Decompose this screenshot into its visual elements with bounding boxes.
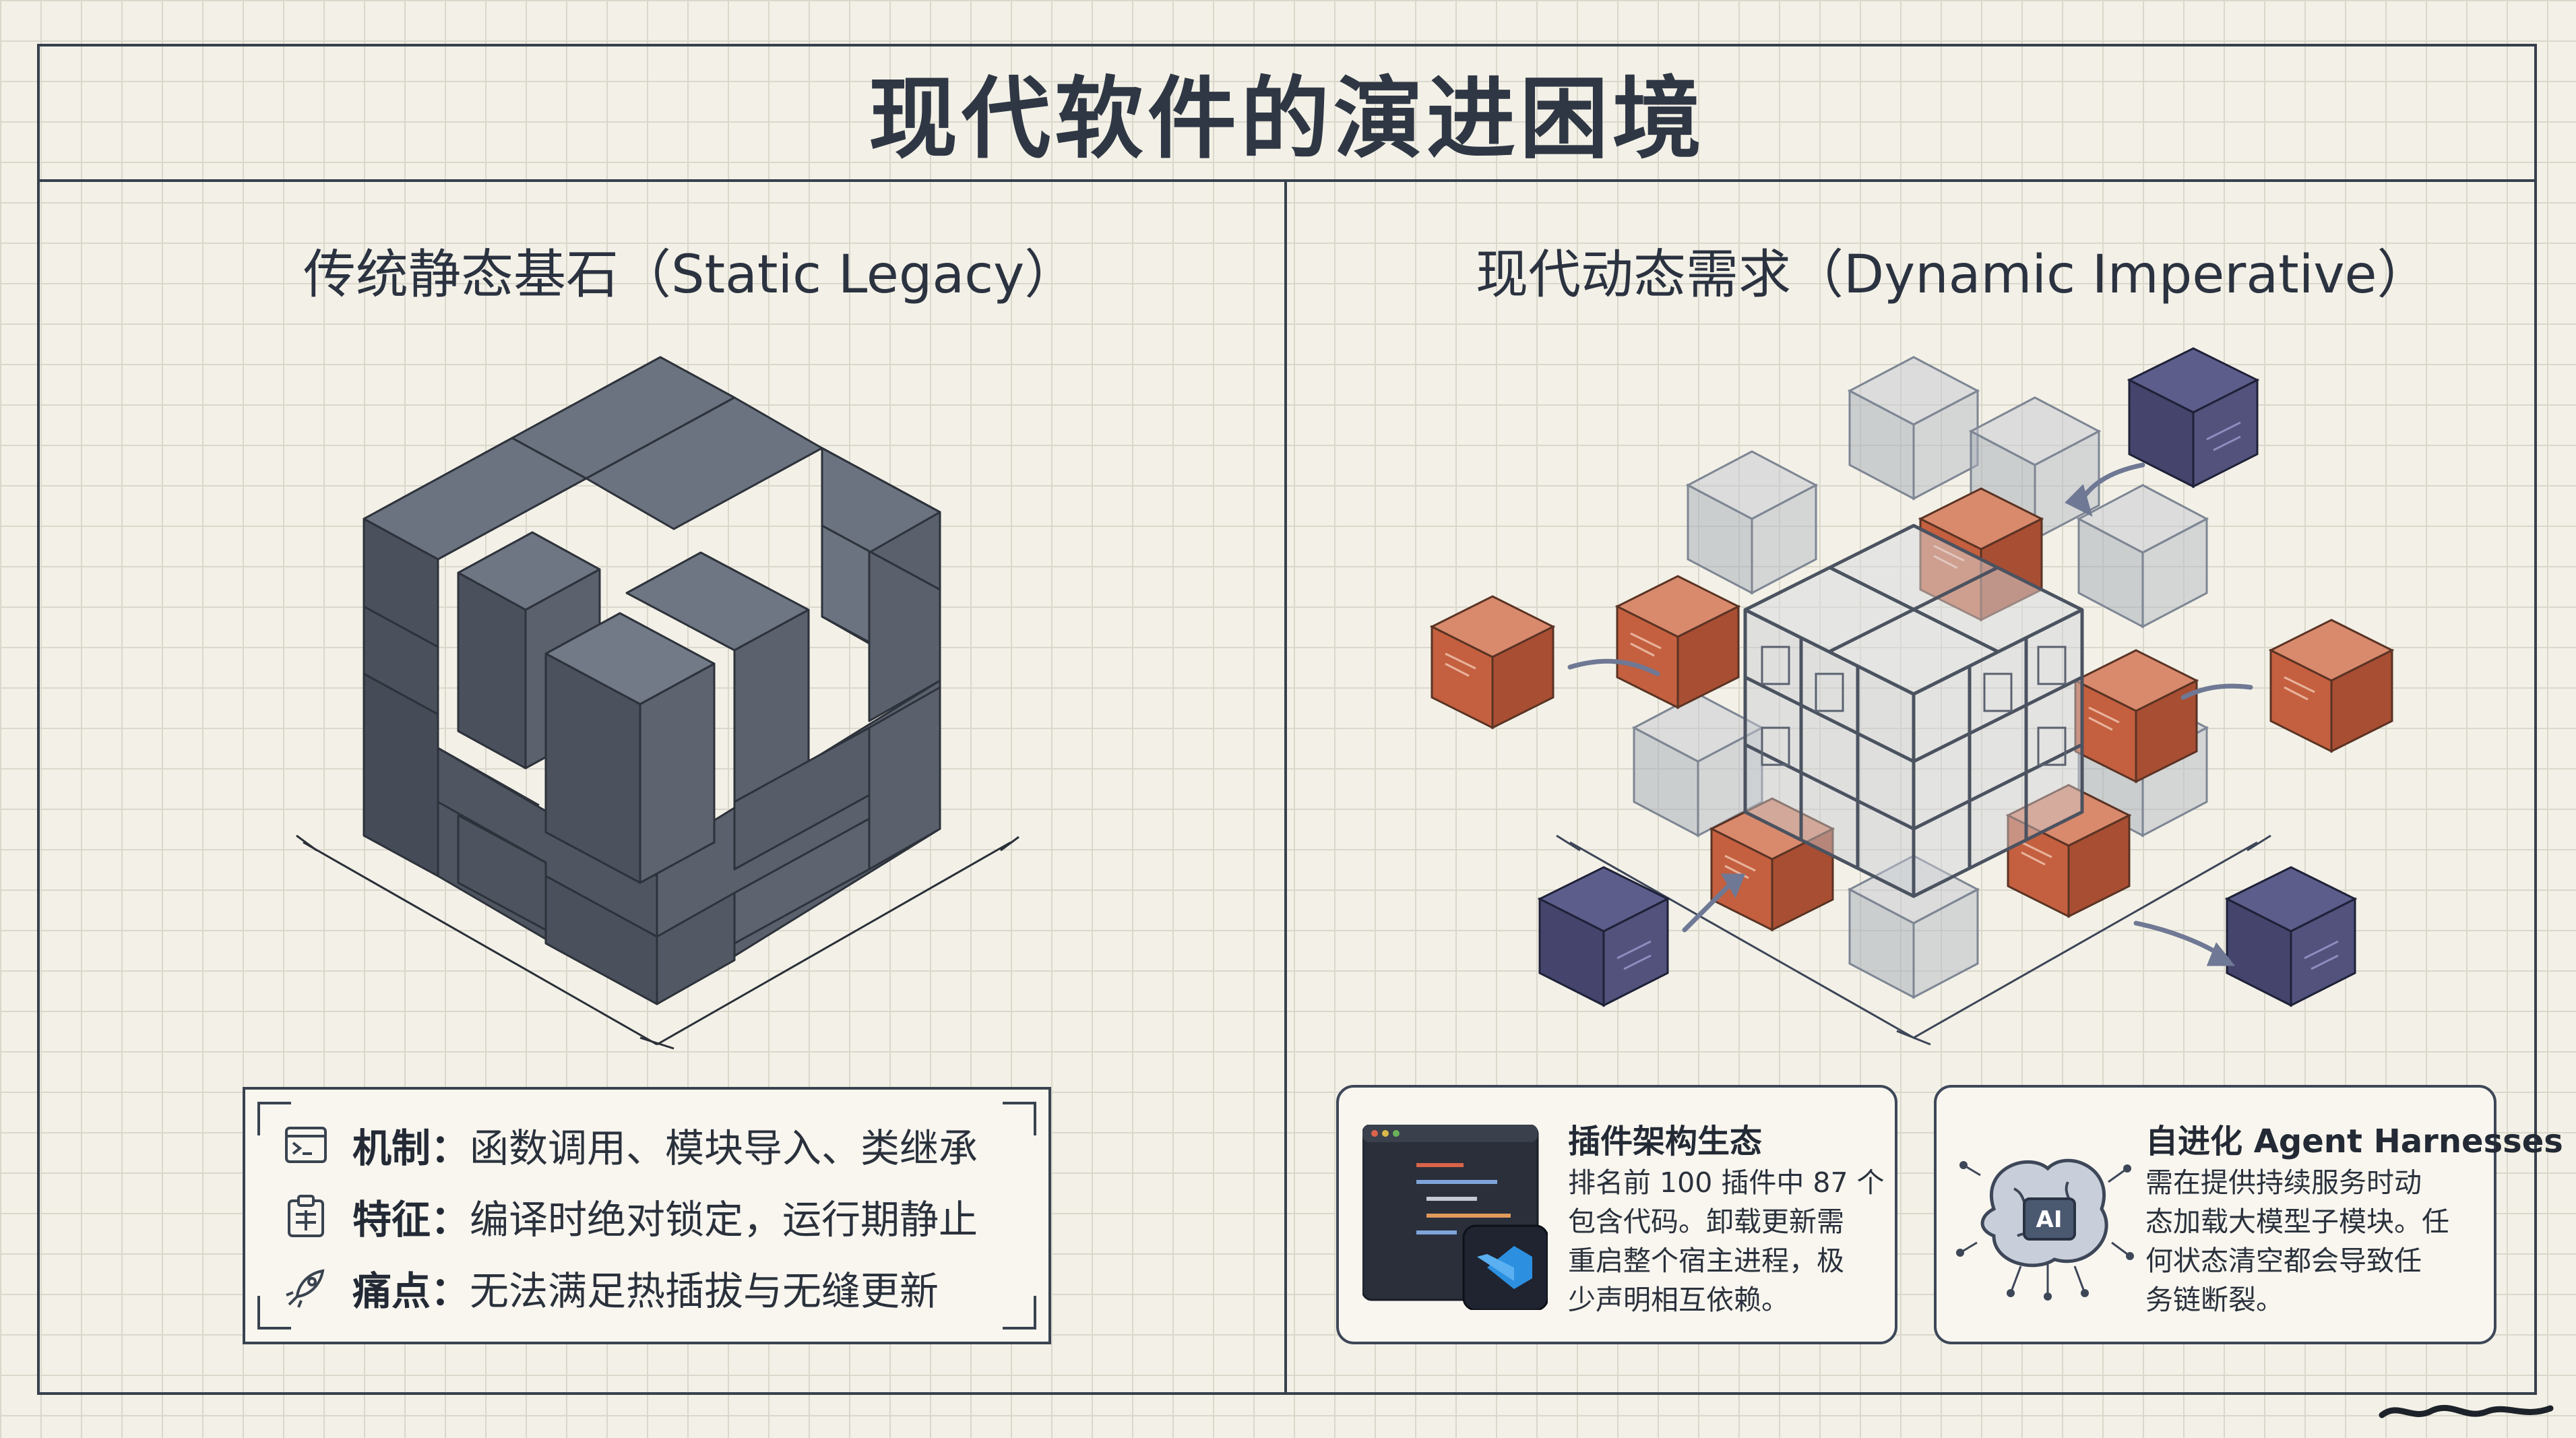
card-body-line: 务链断裂。 — [2145, 1284, 2284, 1316]
card-body-line: 何状态清空都会导致任 — [2145, 1245, 2422, 1277]
card-body: 需在提供持续服务时动 态加载大模型子模块。任 何状态清空都会导致任 务链断裂。 — [2145, 1163, 2449, 1319]
info-row-label: 机制： — [352, 1125, 470, 1171]
corner-bracket — [257, 1102, 291, 1135]
ground-line-right — [656, 841, 1011, 1046]
card-body-line: 包含代码。卸载更新需 — [1568, 1206, 1844, 1238]
card-title: 自进化 Agent Harnesses — [2145, 1123, 2563, 1160]
vscode-icon — [1362, 1125, 1548, 1310]
ground-line-left — [303, 841, 658, 1046]
detached-orange-cube — [1431, 595, 1554, 729]
ground-lines — [1556, 834, 2271, 1046]
watermark-mark — [2379, 1404, 2554, 1418]
orange-module-cube — [1616, 575, 1740, 709]
clipboard-icon — [288, 1195, 324, 1237]
detached-navy-cube — [2226, 866, 2356, 1007]
card-title: 插件架构生态 — [1568, 1123, 1763, 1160]
detached-navy-cube — [2128, 347, 2259, 488]
ai-brain-icon: AI — [1956, 1158, 2134, 1301]
central-lattice-frame — [1743, 524, 2084, 898]
info-row-label: 特征： — [352, 1197, 470, 1243]
page-title: 现代软件的演进困境 — [869, 67, 1705, 171]
terminal-icon — [285, 1127, 327, 1163]
lattice-cells — [1761, 646, 2067, 766]
ai-badge-text: AI — [2036, 1206, 2063, 1233]
card-body-line: 需在提供持续服务时动 — [2145, 1166, 2422, 1199]
info-row-text: 无法满足热插拔与无缝更新 — [470, 1268, 939, 1314]
rocket-icon — [286, 1269, 325, 1308]
outer-frame — [37, 44, 2537, 1395]
card-body-line: 重启整个宿主进程，极 — [1568, 1245, 1844, 1277]
plugin-ecosystem-card: 插件架构生态 排名前 100 插件中 87 个 包含代码。卸载更新需 重启整个宿… — [1336, 1085, 1897, 1344]
static-legacy-info-box: 机制： 函数调用、模块导入、类继承 特征： 编译时绝对锁定，运行期静止 痛点： … — [243, 1087, 1051, 1344]
info-row-text: 函数调用、模块导入、类继承 — [470, 1125, 978, 1171]
corner-bracket — [1003, 1296, 1036, 1330]
ghost-module-cube — [1848, 356, 1979, 500]
motion-arrows — [1567, 462, 2253, 966]
static-block-cube-illustration — [296, 356, 1019, 1050]
corner-bracket — [257, 1296, 291, 1330]
card-body-line: 态加载大模型子模块。任 — [2145, 1206, 2449, 1238]
agent-harness-card: AI 自进化 Agent Harnesses 需在提供持续服务时动 态加载大模型… — [1934, 1085, 2563, 1344]
card-body-line: 少声明相互依赖。 — [1568, 1284, 1789, 1316]
title-bar: 现代软件的演进困境 — [37, 44, 2537, 182]
panel-divider — [1284, 181, 1287, 1395]
info-row-feature: 特征： 编译时绝对锁定，运行期静止 — [282, 1188, 978, 1245]
info-row-pain-point: 痛点： 无法满足热插拔与无缝更新 — [282, 1259, 939, 1316]
detached-orange-cube — [2269, 619, 2393, 753]
info-row-label: 痛点： — [352, 1268, 470, 1314]
card-body: 排名前 100 插件中 87 个 包含代码。卸载更新需 重启整个宿主进程，极 少… — [1568, 1163, 1885, 1319]
ghost-module-cube — [1687, 450, 1817, 594]
corner-bracket — [1003, 1102, 1036, 1135]
info-row-text: 编译时绝对锁定，运行期静止 — [470, 1197, 978, 1243]
block-seams — [363, 524, 941, 937]
right-panel-heading: 现代动态需求（Dynamic Imperative） — [1476, 245, 2430, 305]
left-panel-heading: 传统静态基石（Static Legacy） — [303, 245, 1077, 305]
info-row-mechanism: 机制： 函数调用、模块导入、类继承 — [282, 1117, 978, 1173]
block-stack — [363, 356, 941, 1005]
dynamic-module-cube-illustration — [1431, 347, 2393, 1046]
card-body-line: 排名前 100 插件中 87 个 — [1568, 1166, 1885, 1199]
